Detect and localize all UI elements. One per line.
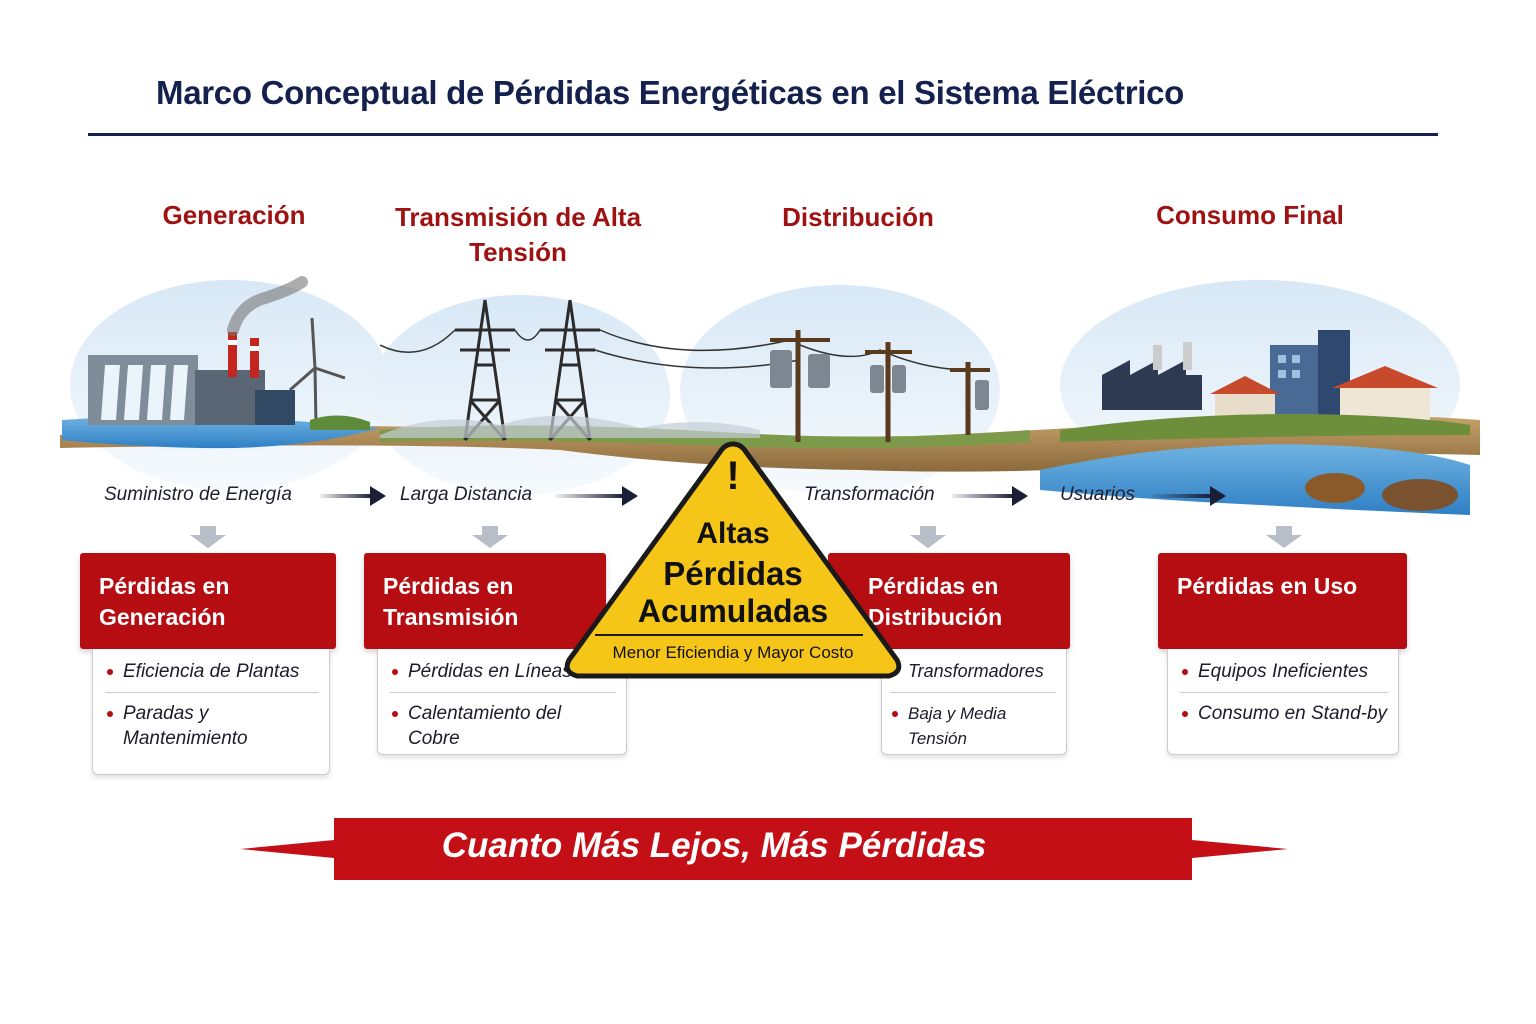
stage-title-transmision: Transmisión de Alta Tensión (394, 202, 642, 267)
flow-label-larga-distancia: Larga Distancia (400, 484, 533, 505)
down-arrow-generacion (190, 526, 226, 550)
stage-title-generacion: Generación (162, 200, 306, 230)
warning-triangle (564, 441, 902, 679)
list-item: Baja y Media Tensión (890, 701, 1056, 751)
down-arrow-distribucion (910, 526, 946, 550)
energy-landscape-illustration (60, 276, 1480, 515)
flow-label-suministro: Suministro de Energía (104, 484, 292, 505)
flow-arrow-3 (952, 486, 1028, 506)
list-item: Equipos Ineficientes (1180, 659, 1388, 693)
flow-label-transformacion: Transformación (804, 484, 935, 505)
list-item: Calentamiento del Cobre (390, 701, 616, 751)
list-item: Consumo en Stand-by (1180, 701, 1388, 726)
flow-arrow-4 (1152, 486, 1226, 506)
loss-card-distribucion: Transformadores Baja y Media Tensión (881, 649, 1067, 755)
flow-arrow-1 (320, 486, 386, 506)
loss-card-generacion: Eficiencia de Plantas Paradas y Mantenim… (92, 649, 330, 775)
warning-line-3: Acumuladas (637, 593, 829, 629)
list-item: Transformadores (890, 659, 1056, 693)
flow-label-usuarios: Usuarios (1060, 484, 1135, 505)
stage-title-consumo: Consumo Final (1156, 200, 1344, 230)
title-divider (88, 133, 1438, 136)
loss-title-generacion: Pérdidas en Generación (80, 553, 336, 649)
list-item: Paradas y Mantenimiento (105, 701, 319, 751)
list-item: Eficiencia de Plantas (105, 659, 319, 693)
list-item: Pérdidas en Líneas (390, 659, 616, 693)
down-arrow-transmision (472, 526, 508, 550)
loss-card-consumo: Equipos Ineficientes Consumo en Stand-by (1167, 649, 1399, 755)
down-arrow-consumo (1266, 526, 1302, 550)
stage-title-distribucion: Distribución (782, 202, 934, 232)
loss-title-consumo: Pérdidas en Uso (1158, 553, 1407, 649)
page-title: Marco Conceptual de Pérdidas Energéticas… (156, 74, 1185, 111)
bottom-banner (240, 818, 1288, 880)
loss-title-transmision: Pérdidas en Transmisión (364, 553, 606, 649)
flow-arrow-2 (556, 486, 638, 506)
banner-text: Cuanto Más Lejos, Más Pérdidas (441, 826, 987, 865)
warning-line-1: Altas (696, 517, 770, 550)
warning-line-2: Pérdidas (663, 555, 803, 592)
warning-subtitle: Menor Eficiendia y Mayor Costo (612, 643, 854, 662)
exclamation-icon: ! (726, 454, 740, 498)
